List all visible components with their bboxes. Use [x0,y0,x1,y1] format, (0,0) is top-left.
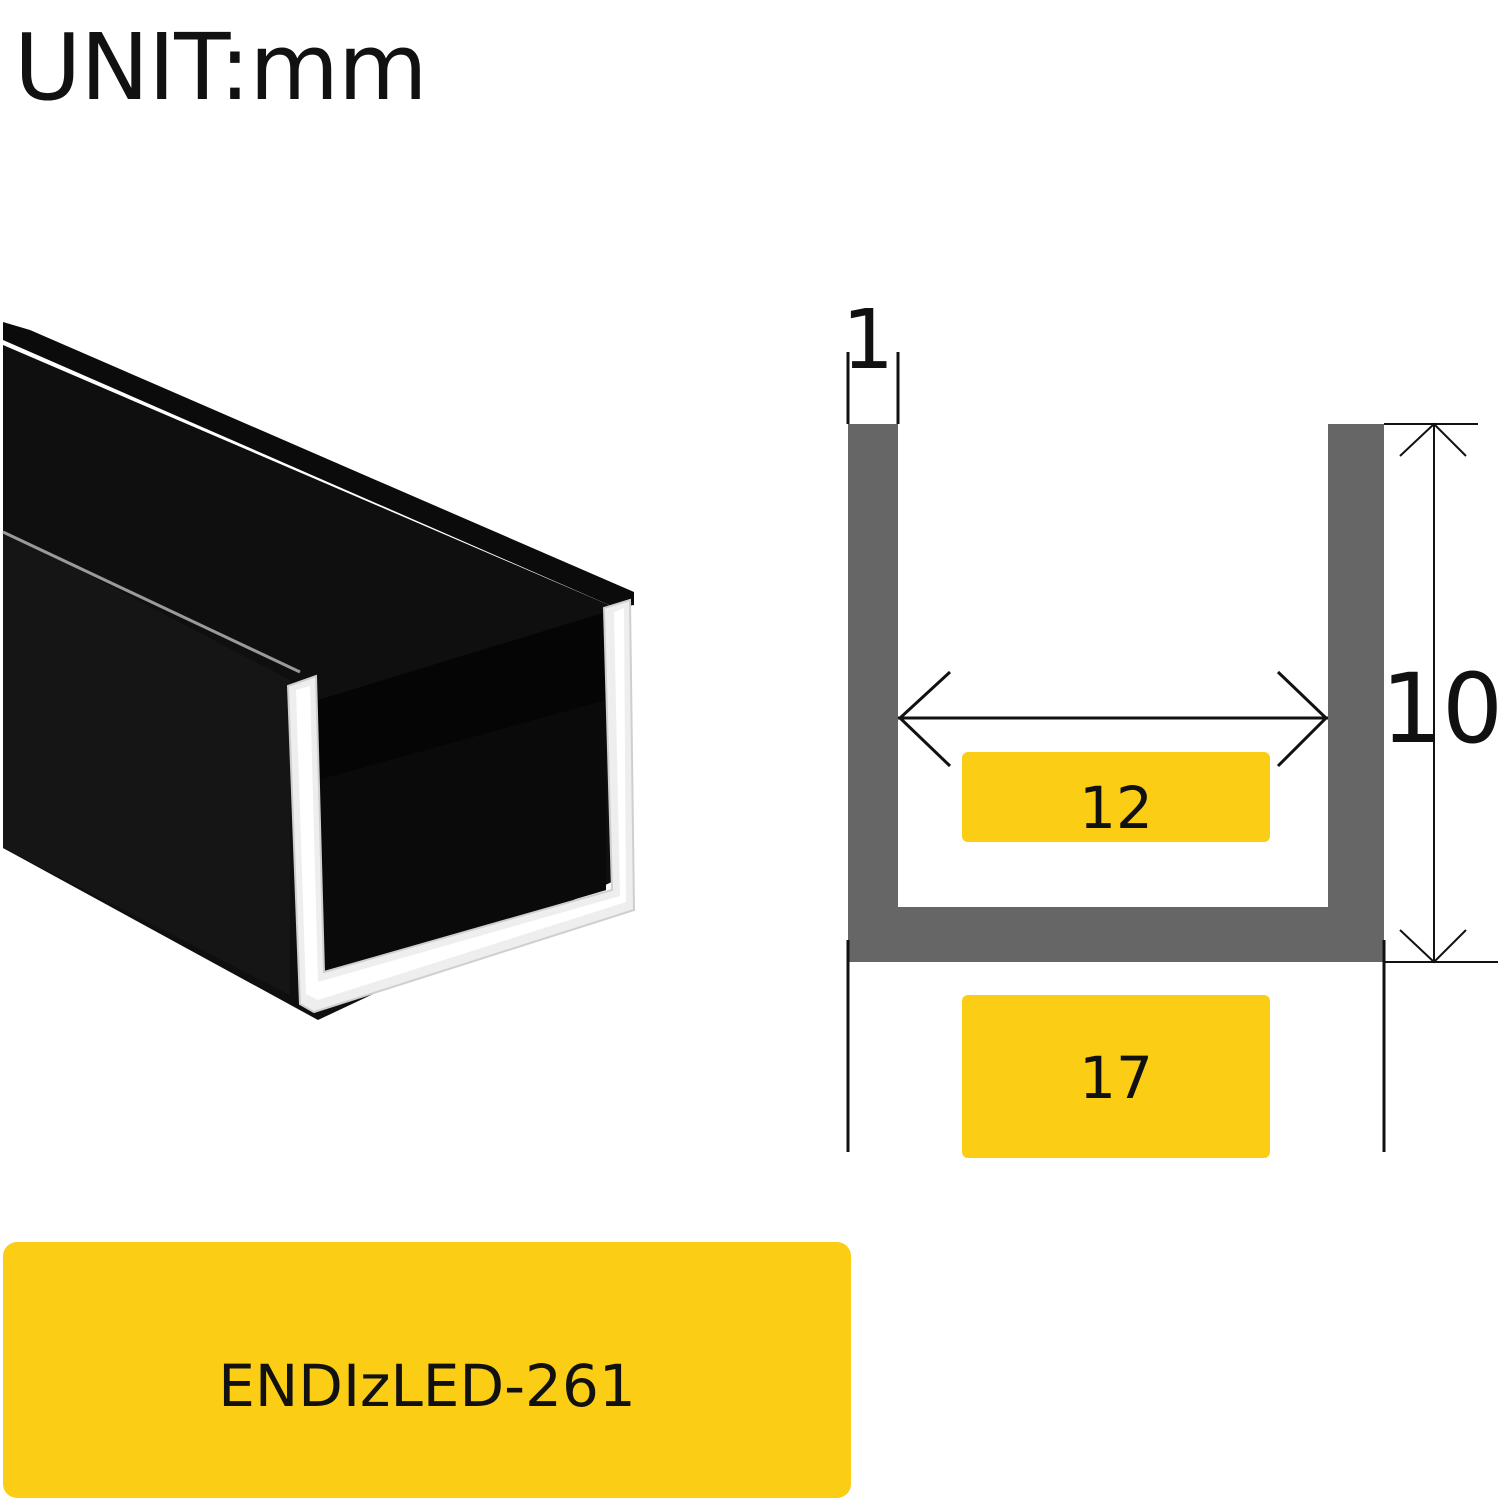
render-top-band [3,322,634,608]
height-arrow-bottom [1399,929,1467,964]
render-wall-shade [3,530,290,995]
outer-width-label-box [962,995,1270,1158]
height-value: 10 [1381,653,1500,765]
render-interior-floor [318,700,606,975]
outer-width-value: 17 [1079,1044,1153,1112]
height-arrow-top [1399,422,1467,457]
unit-label: UNIT:mm [14,14,428,121]
render-end-outline [286,598,636,1014]
inner-width-arrow-left [897,670,952,768]
model-badge: ENDIzLED-261 [3,1242,851,1498]
u-profile [848,424,1384,962]
inner-width-label-box [962,752,1270,842]
inner-width-arrow-right [1276,670,1329,768]
cross-section: 1 10 12 17 [842,293,1500,1158]
inner-width-value: 12 [1079,774,1153,842]
model-name: ENDIzLED-261 [218,1352,636,1420]
product-render [2,322,636,1020]
thickness-value: 1 [842,293,894,388]
render-edge-highlight [2,530,301,674]
